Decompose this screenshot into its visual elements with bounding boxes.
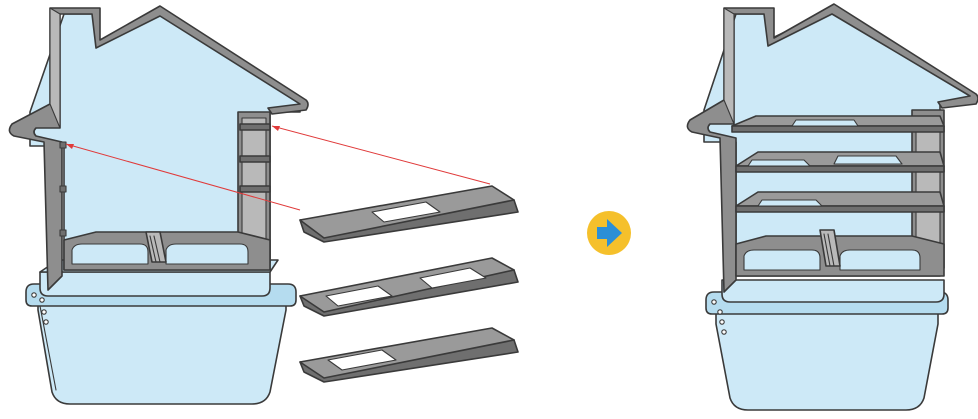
- arrow-right-icon: [597, 219, 622, 247]
- next-step-arrow: [587, 211, 631, 255]
- house-floor: [63, 231, 271, 271]
- left-wall-rails: [59, 141, 67, 237]
- shelf-left-opening: [299, 327, 519, 383]
- house-assembled: [686, 3, 978, 411]
- base-tray: [25, 283, 297, 405]
- right-wall: [237, 111, 271, 263]
- house-frame: [8, 5, 309, 291]
- lower-box: [39, 271, 271, 297]
- shelf-double-opening: [299, 257, 519, 317]
- shelf-single-opening: [299, 185, 519, 243]
- house-unassembled: [8, 5, 309, 405]
- insertion-guide-lines: [65, 125, 491, 211]
